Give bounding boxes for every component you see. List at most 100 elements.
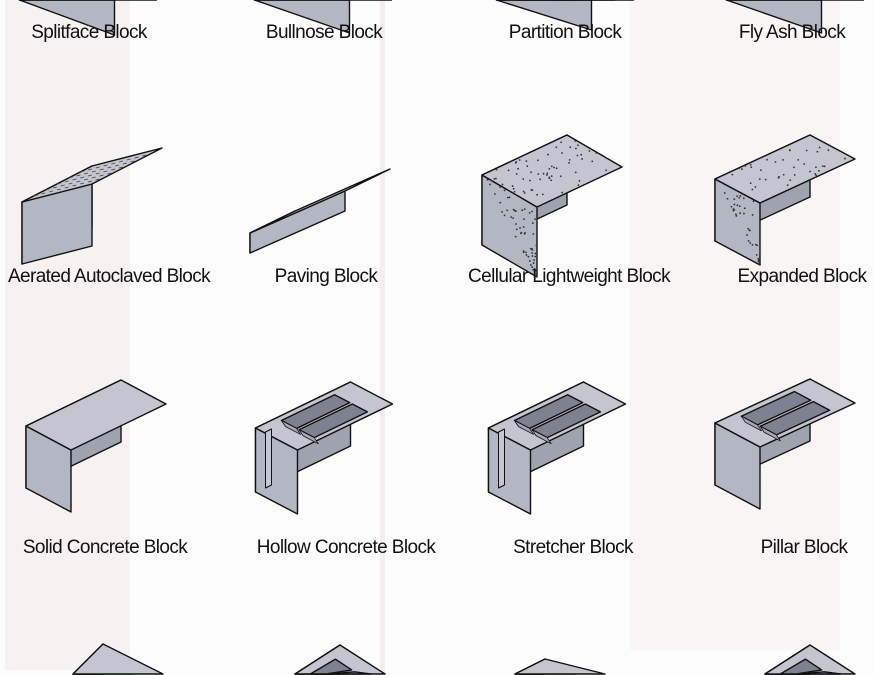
cellular-lightweight-block-texture-dot: [568, 161, 571, 164]
expanded-block-texture-dot: [754, 243, 757, 246]
cellular-lightweight-block-texture-dot: [561, 152, 563, 154]
cellular-lightweight-block-texture-dot: [550, 175, 553, 177]
cellular-lightweight-block-texture-dot: [522, 190, 525, 193]
expanded-block-texture-dot: [766, 158, 768, 161]
cellular-lightweight-block-texture-dot: [531, 252, 534, 254]
fly-ash-block-side-face: [725, 0, 823, 34]
hollow-concrete-block-cell-wall: [281, 420, 301, 435]
partition-block-side-face: [495, 0, 593, 31]
cellular-lightweight-block-texture-dot: [539, 178, 542, 181]
bullnose-block-side-face: [253, 0, 351, 34]
cellular-lightweight-block-texture-dot: [588, 150, 591, 152]
label-partition-block: Partition Block: [508, 22, 622, 43]
expanded-block-texture-dot: [738, 196, 741, 199]
expanded-block-texture-dot: [736, 195, 738, 197]
expanded-block-texture-dot: [774, 160, 777, 163]
watermark-band: [5, 0, 130, 670]
cellular-lightweight-block-texture-dot: [578, 179, 581, 182]
cellular-lightweight-block-texture-dot: [574, 140, 577, 142]
expanded-block-texture-dot: [752, 200, 755, 203]
cellular-lightweight-block-texture-dot: [536, 193, 538, 196]
cellular-lightweight-block-texture-dot: [515, 173, 518, 175]
cellular-lightweight-block-texture-dot: [499, 186, 502, 188]
expanded-block-texture-dot: [789, 179, 792, 182]
expanded-block-texture-dot: [749, 242, 752, 244]
expanded-block-texture-dot: [815, 166, 817, 169]
expanded-block-texture-dot: [730, 205, 733, 208]
cellular-lightweight-block-texture-dot: [530, 189, 533, 191]
cellular-lightweight-block-texture-dot: [581, 158, 584, 160]
expanded-block-texture-dot: [741, 168, 743, 170]
cellular-lightweight-block-texture-dot: [605, 169, 608, 172]
expanded-block-texture-dot: [739, 212, 741, 215]
cellular-lightweight-block-texture-dot: [528, 212, 531, 214]
cellular-lightweight-block-texture-dot: [519, 226, 521, 229]
expanded-block-texture-dot: [747, 227, 750, 230]
expanded-block-texture-dot: [788, 149, 791, 152]
expanded-block-texture-dot: [751, 243, 754, 246]
cellular-lightweight-block-texture-dot: [526, 165, 529, 168]
expanded-block-texture-dot: [739, 194, 742, 197]
cellular-lightweight-block-texture-dot: [534, 252, 537, 255]
label-expanded-block: Expanded Block: [737, 266, 868, 287]
cellular-lightweight-block-texture-dot: [576, 154, 579, 157]
expanded-block-texture-dot: [782, 173, 785, 176]
expanded-block-texture-dot: [760, 156, 763, 159]
cellular-lightweight-block-texture-dot: [580, 153, 583, 156]
paving-block-side-face: [249, 190, 346, 254]
cellular-lightweight-block-texture-dot: [560, 141, 563, 144]
stretcher-block-top-face: [487, 381, 627, 451]
hollow-concrete-block-groove: [265, 428, 272, 489]
expanded-block-texture-dot: [746, 234, 749, 236]
cellular-lightweight-block-texture-dot: [523, 208, 526, 210]
cellular-lightweight-block-texture-dot: [522, 250, 525, 253]
expanded-block-texture-dot: [818, 146, 821, 149]
solid-concrete-block-top-face: [25, 379, 167, 451]
cellular-lightweight-block-texture-dot: [517, 167, 519, 170]
cellular-lightweight-block-texture-dot: [511, 185, 514, 187]
cellular-lightweight-block-texture-dot: [535, 269, 537, 272]
expanded-block-texture-dot: [844, 157, 846, 160]
cellular-lightweight-block-texture-dot: [534, 255, 537, 258]
expanded-block-texture-dot: [764, 178, 767, 181]
expanded-block-texture-dot: [815, 174, 818, 177]
expanded-block-texture-dot: [754, 186, 757, 188]
expanded-block-texture-dot: [723, 192, 726, 194]
expanded-block-texture-dot: [738, 205, 741, 208]
expanded-block-texture-dot: [733, 198, 736, 201]
expanded-block-texture-dot: [736, 204, 739, 207]
expanded-block-texture-dot: [750, 166, 753, 169]
expanded-block-texture-dot: [755, 254, 758, 256]
cellular-lightweight-block-texture-dot: [545, 174, 548, 176]
cellular-lightweight-block-texture-dot: [514, 235, 517, 238]
cellular-lightweight-block-texture-dot: [506, 209, 509, 212]
cellular-lightweight-block-texture-dot: [493, 193, 496, 195]
cellular-lightweight-block-texture-dot: [541, 193, 544, 196]
expanded-block-texture-dot: [747, 239, 750, 242]
cellular-lightweight-block-texture-dot: [521, 209, 524, 212]
cellular-lightweight-block-texture-dot: [486, 178, 489, 181]
cellular-lightweight-block-texture-dot: [508, 196, 511, 199]
cellular-lightweight-block-texture-dot: [489, 183, 491, 186]
cellular-lightweight-block-texture-dot: [527, 255, 530, 258]
expanded-block-texture-dot: [818, 169, 820, 172]
cellular-lightweight-block-texture-dot: [555, 167, 558, 170]
label-aerated-autoclaved-block: Aerated Autoclaved Block: [7, 266, 211, 287]
cellular-lightweight-block-texture-dot: [531, 222, 534, 224]
cellular-lightweight-block-texture-dot: [535, 273, 538, 276]
label-cellular-lightweight-block: Cellular Lightweight Block: [468, 266, 671, 287]
label-stretcher-block: Stretcher Block: [513, 537, 633, 558]
stretcher-block-groove: [498, 428, 505, 489]
pillar-block-cell-wall: [740, 415, 762, 432]
cellular-lightweight-block-texture-dot: [525, 251, 527, 254]
expanded-block-texture-dot: [793, 166, 795, 169]
cellular-lightweight-block-texture-dot: [515, 223, 517, 225]
label-paving-block: Paving Block: [274, 266, 378, 287]
cellular-lightweight-block-texture-dot: [503, 189, 506, 192]
label-bullnose-block: Bullnose Block: [265, 22, 383, 43]
cellular-lightweight-block-texture-dot: [531, 210, 533, 213]
cellular-lightweight-block-texture-dot: [591, 160, 594, 163]
cellular-lightweight-block-texture-dot: [532, 233, 535, 235]
expanded-block-texture-dot: [721, 181, 724, 184]
